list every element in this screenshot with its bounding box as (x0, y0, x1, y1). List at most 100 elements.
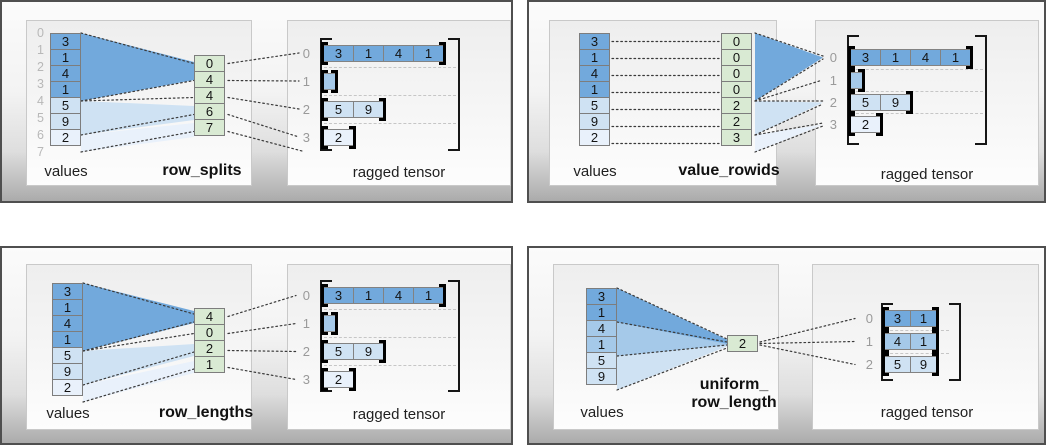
value-cell: 3 (579, 33, 610, 50)
tensor-label: ragged tensor (880, 404, 974, 421)
row-open-bracket (848, 91, 855, 114)
values-label: values (580, 404, 624, 421)
row-separator (324, 309, 456, 310)
row-open-bracket (321, 126, 328, 149)
method-cell: 4 (194, 308, 225, 325)
row-separator (324, 337, 456, 338)
values-column: 3 1 4 1 5 9 2 (50, 33, 81, 146)
values-column: 3 1 4 1 5 9 (586, 288, 617, 385)
method-cell: 6 (194, 103, 225, 120)
row-close-bracket (379, 340, 386, 363)
row-separator (324, 95, 456, 96)
value-cell: 4 (52, 315, 83, 332)
tensor-row-empty (321, 70, 338, 93)
method-cell: 0 (721, 49, 752, 66)
tensor-close-bracket (949, 303, 961, 381)
value-cell: 5 (579, 97, 610, 114)
value-cell: 1 (52, 331, 83, 348)
tensor-row: 2 (321, 368, 356, 391)
tensor-close-bracket (448, 280, 460, 392)
row-index: 2 (829, 95, 837, 110)
split-index: 0 (37, 26, 44, 40)
figure-row-lengths: 3 1 4 1 5 9 2 4 0 2 1 values row_lengths… (0, 246, 513, 445)
tensor-row: 3 1 4 1 (848, 46, 973, 69)
row-close-bracket (349, 368, 356, 391)
row-open-bracket (321, 368, 328, 391)
value-cell: 4 (579, 65, 610, 82)
tensor-row: 3 1 4 1 (321, 42, 446, 65)
method-cell: 4 (194, 87, 225, 104)
row-close-bracket (349, 126, 356, 149)
row-open-bracket (321, 340, 328, 363)
tensor-cell: 1 (353, 287, 384, 304)
row-index: 2 (302, 102, 310, 117)
tensor-row: 5 9 (321, 340, 386, 363)
method-label: row_splits (162, 162, 242, 179)
row-close-bracket (439, 284, 446, 307)
value-cell: 9 (586, 368, 617, 385)
method-cell: 7 (194, 119, 225, 136)
tensor-close-bracket (448, 38, 460, 151)
row-index: 2 (865, 357, 873, 372)
value-cell: 1 (50, 81, 81, 98)
row-separator (324, 123, 456, 124)
tensor-row: 5 9 (848, 91, 913, 114)
split-index: 1 (37, 43, 44, 57)
method-cell: 3 (721, 129, 752, 146)
row-index: 3 (829, 117, 837, 132)
value-cell: 3 (586, 288, 617, 305)
value-cell: 5 (52, 347, 83, 364)
row-separator (885, 353, 949, 354)
value-cell: 3 (52, 283, 83, 300)
tensor-row: 3 1 4 1 (321, 284, 446, 307)
row-separator (851, 91, 983, 92)
tensor-open-bracket (320, 38, 332, 151)
method-cell: 0 (721, 33, 752, 50)
value-cell: 9 (579, 113, 610, 130)
values-column: 3 1 4 1 5 9 2 (579, 33, 610, 146)
row-open-bracket (882, 330, 889, 353)
value-cell: 1 (52, 299, 83, 316)
value-cell: 4 (586, 320, 617, 337)
row-open-bracket (321, 42, 328, 65)
row-open-bracket (882, 307, 889, 330)
row-index: 3 (302, 130, 310, 145)
method-cell: 2 (194, 340, 225, 357)
tensor-cell: 9 (910, 356, 937, 373)
row-open-bracket (848, 113, 855, 136)
method-cell: 0 (721, 81, 752, 98)
row-index: 0 (829, 50, 837, 65)
row-open-bracket (321, 284, 328, 307)
value-cell: 1 (586, 336, 617, 353)
row-index: 0 (865, 311, 873, 326)
tensor-cell: 9 (353, 343, 384, 360)
row-open-bracket (321, 312, 328, 335)
value-cell: 9 (52, 363, 83, 380)
row-splits-column: 0 4 4 6 7 (194, 55, 225, 136)
tensor-open-bracket (320, 280, 332, 392)
value-cell: 2 (50, 129, 81, 146)
tensor-row: 2 (321, 126, 356, 149)
row-open-bracket (848, 69, 855, 92)
row-close-bracket (331, 70, 338, 93)
value-cell: 2 (52, 379, 83, 396)
row-index: 1 (302, 74, 310, 89)
row-separator (885, 330, 949, 331)
figure-uniform-row-length: 3 1 4 1 5 9 2 values uniform_ row_length… (527, 246, 1046, 445)
values-label: values (46, 405, 90, 422)
row-close-bracket (906, 91, 913, 114)
tensor-row: 4 1 (882, 330, 939, 353)
figure-value-rowids: 3 1 4 1 5 9 2 0 0 0 0 2 2 3 values value… (527, 0, 1046, 203)
row-separator (324, 365, 456, 366)
values-label: values (573, 163, 617, 180)
row-index: 0 (302, 288, 310, 303)
value-cell: 1 (579, 81, 610, 98)
method-cell: 0 (194, 324, 225, 341)
value-cell: 9 (50, 113, 81, 130)
row-open-bracket (882, 353, 889, 376)
tensor-close-bracket (975, 35, 987, 145)
row-separator (851, 113, 983, 114)
row-close-bracket (379, 98, 386, 121)
split-index: 4 (37, 94, 44, 108)
row-close-bracket (932, 353, 939, 376)
